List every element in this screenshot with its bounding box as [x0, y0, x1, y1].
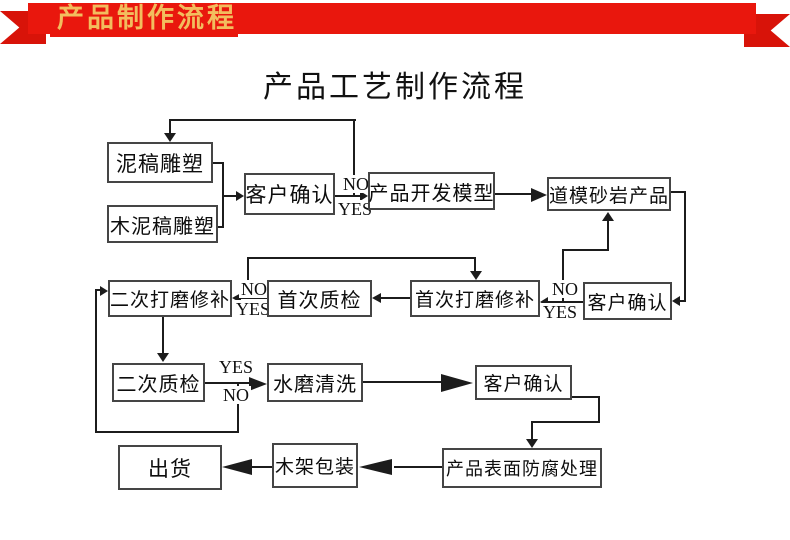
connector-line — [95, 290, 97, 433]
flow-node-customer-confirm-2: 客户确认 — [583, 282, 672, 320]
connector-line — [363, 381, 443, 383]
flow-node-wooden-frame-packing: 木架包装 — [272, 443, 358, 488]
connector-line — [495, 193, 533, 195]
connector-line — [532, 421, 600, 423]
connector-line — [95, 289, 102, 291]
branch-label-yes-second-qc: YES — [217, 357, 256, 377]
arrow-left-icon — [372, 293, 381, 303]
flow-node-shipment: 出货 — [118, 445, 222, 490]
connector-line — [252, 466, 272, 468]
connector-line — [562, 249, 609, 251]
arrow-down-icon — [157, 353, 169, 362]
flow-node-second-qc: 二次质检 — [112, 363, 205, 402]
connector-line — [222, 195, 238, 197]
branch-label-no-first-qc: NO — [239, 279, 269, 299]
connector-line — [548, 301, 583, 303]
connector-line — [240, 297, 268, 299]
connector-line — [607, 219, 609, 251]
connector-line — [218, 226, 224, 228]
branch-label-no-confirm-2: NO — [550, 279, 580, 299]
arrow-left-icon — [222, 459, 252, 475]
arrow-left-icon — [540, 297, 548, 307]
flow-node-anticorrosion-treatment: 产品表面防腐处理 — [442, 448, 602, 488]
arrow-right-icon — [531, 188, 547, 202]
connector-line — [237, 383, 239, 433]
branch-label-no-second-qc: NO — [221, 385, 251, 405]
flow-node-customer-confirm-1: 客户确认 — [244, 173, 335, 215]
connector-line — [671, 191, 686, 193]
flow-node-mold-sandstone-product: 道模砂岩产品 — [547, 177, 671, 211]
flow-node-first-qc: 首次质检 — [267, 280, 372, 317]
page-title: 产品工艺制作流程 — [263, 71, 527, 104]
banner-title: 产品制作流程 — [57, 3, 237, 33]
flow-node-water-polish-clean: 水磨清洗 — [267, 363, 363, 402]
flow-node-clay-sculpture: 泥稿雕塑 — [107, 142, 213, 183]
connector-line — [247, 258, 249, 298]
connector-line — [95, 431, 239, 433]
branch-label-yes-first-qc: YES — [234, 299, 273, 319]
flow-node-customer-confirm-3: 客户确认 — [475, 365, 572, 400]
connector-line — [162, 317, 164, 354]
connector-line — [335, 195, 362, 197]
connector-line — [474, 257, 476, 272]
connector-line — [531, 421, 533, 440]
connector-line — [679, 300, 686, 302]
arrow-up-icon — [602, 212, 614, 221]
arrow-down-icon — [526, 439, 538, 448]
flow-node-product-dev-model: 产品开发模型 — [368, 172, 495, 210]
arrow-right-icon — [249, 377, 267, 391]
connector-line — [205, 382, 250, 384]
connector-line — [572, 396, 600, 398]
connector-line — [213, 162, 224, 164]
connector-line — [247, 257, 476, 259]
arrow-right-icon — [441, 374, 473, 392]
branch-label-yes-confirm-2: YES — [541, 302, 580, 322]
arrow-right-icon — [236, 191, 244, 201]
flow-node-wood-clay-sculpture: 木泥稿雕塑 — [107, 205, 218, 243]
connector-line — [562, 251, 564, 302]
connector-line — [169, 119, 356, 121]
flow-node-first-polish-repair: 首次打磨修补 — [410, 280, 540, 317]
arrow-right-icon — [360, 191, 368, 201]
arrow-left-icon — [672, 296, 680, 306]
connector-line — [684, 191, 686, 302]
connector-line — [394, 466, 442, 468]
banner-ribbon-band-under-text — [50, 3, 238, 37]
arrow-left-icon — [232, 293, 241, 303]
connector-line — [598, 396, 600, 423]
arrow-left-icon — [359, 459, 392, 475]
connector-line — [353, 119, 355, 197]
arrow-right-icon — [100, 286, 108, 296]
arrow-down-icon — [164, 133, 176, 142]
branch-label-no-confirm-1: NO — [341, 174, 371, 194]
connector-line — [380, 297, 410, 299]
arrow-down-icon — [470, 271, 482, 280]
connector-line — [169, 121, 171, 135]
branch-label-yes-confirm-1: YES — [336, 199, 375, 219]
flow-node-second-polish-repair: 二次打磨修补 — [108, 280, 232, 317]
